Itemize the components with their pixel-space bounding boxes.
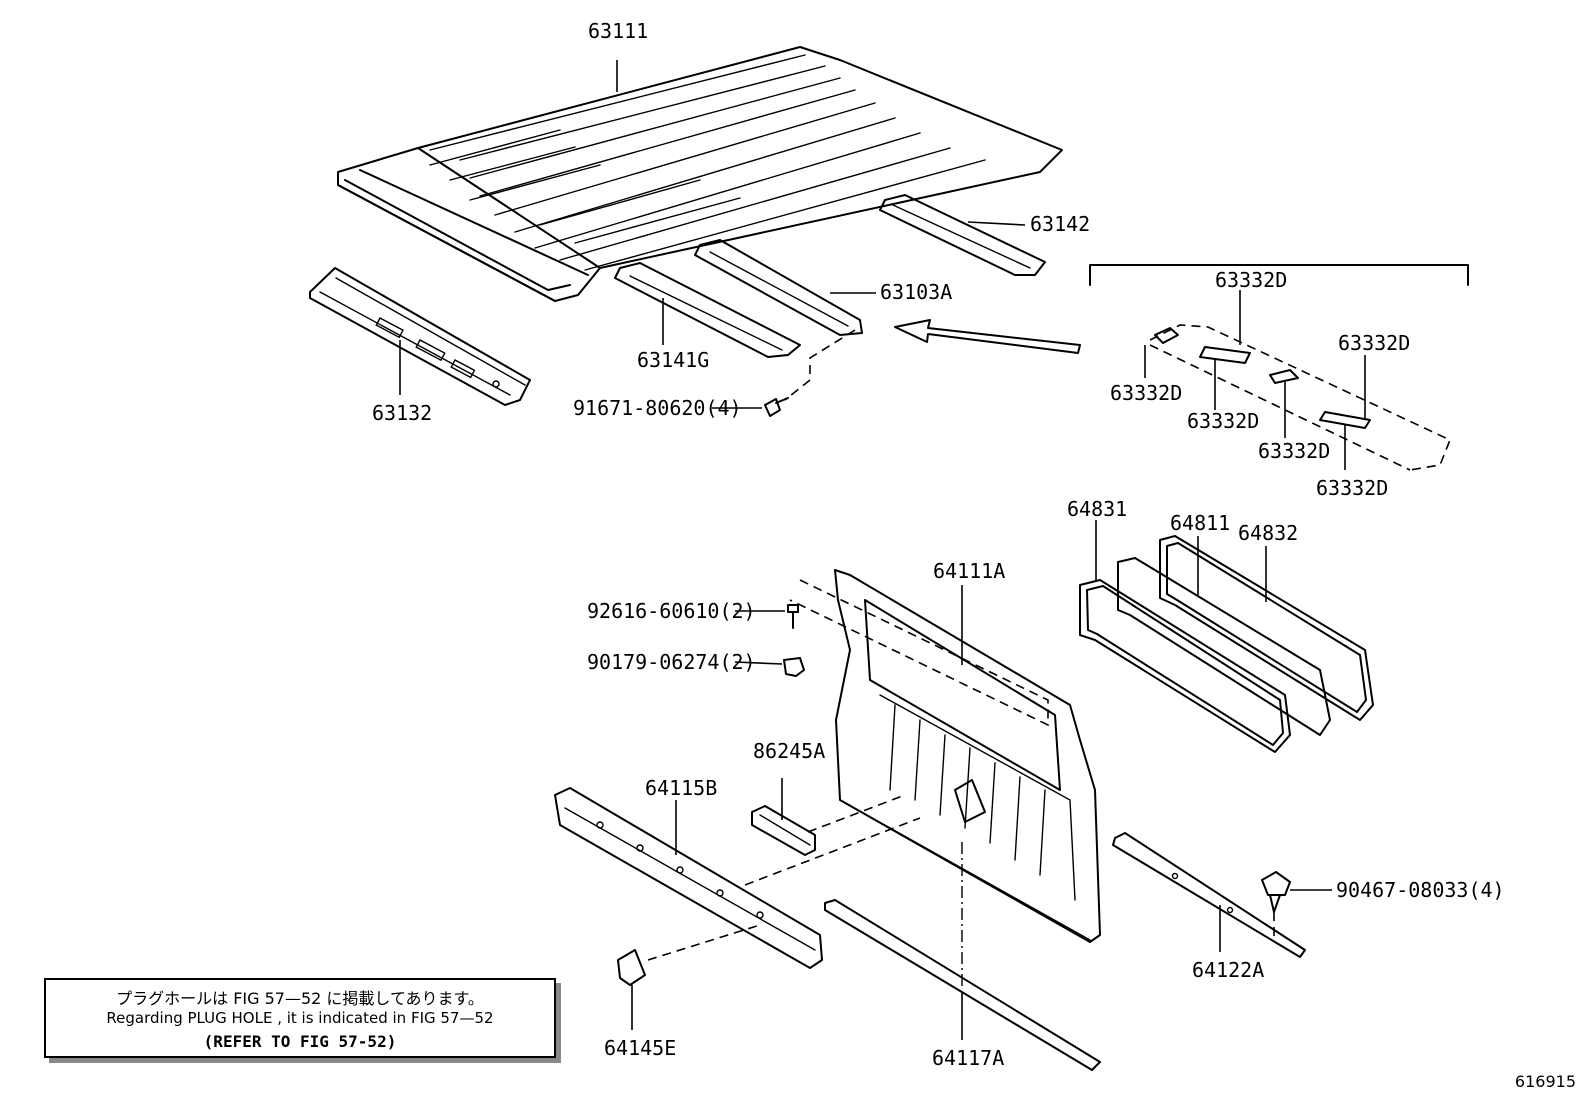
roof-header-panel	[309, 267, 531, 406]
roof-panel	[337, 46, 1063, 302]
label-63103A: 63103A	[880, 280, 952, 304]
bracket-64145E	[617, 949, 646, 986]
window-glass-64811	[1117, 557, 1331, 736]
label-64145E: 64145E	[604, 1036, 676, 1060]
label-91671-80620: 91671-80620(4)	[573, 396, 742, 420]
window-weatherstrip-64831	[1079, 579, 1291, 753]
lower-strip-64117A	[824, 899, 1101, 1071]
note-line-jp: プラグホールは FIG 57—52 に掲載してあります。	[116, 989, 484, 1008]
sill-reinforcement-64115B	[554, 787, 823, 969]
label-63332D-right: 63332D	[1338, 331, 1410, 355]
label-64811: 64811	[1170, 511, 1230, 535]
bolt-icon	[787, 604, 799, 629]
window-seal-64832	[1159, 535, 1374, 721]
label-64111A: 64111A	[933, 559, 1005, 583]
label-63111: 63111	[588, 19, 648, 43]
label-63332D-mid: 63332D	[1187, 409, 1259, 433]
label-63141G: 63141G	[637, 348, 709, 372]
label-90179-06274: 90179-06274(2)	[587, 650, 756, 674]
label-63142: 63142	[1030, 212, 1090, 236]
label-90467-08033: 90467-08033(4)	[1336, 878, 1505, 902]
arrow-indicator	[894, 319, 1081, 354]
label-64831: 64831	[1067, 497, 1127, 521]
label-64117A: 64117A	[932, 1046, 1004, 1070]
note-line-refer: (REFER TO FIG 57-52)	[203, 1032, 397, 1051]
roof-bows	[614, 194, 1046, 358]
label-63132: 63132	[372, 401, 432, 425]
roof-inner-silhouette	[1149, 324, 1452, 471]
label-64122A: 64122A	[1192, 958, 1264, 982]
strip-64122A	[1112, 832, 1306, 958]
bracket-86245A	[751, 805, 816, 856]
label-63332D-mid2: 63332D	[1258, 439, 1330, 463]
label-86245A: 86245A	[753, 739, 825, 763]
label-63332D-left: 63332D	[1110, 381, 1182, 405]
reference-note: プラグホールは FIG 57—52 に掲載してあります。 Regarding P…	[44, 978, 556, 1058]
document-number: 616915	[1514, 1072, 1576, 1091]
label-64832: 64832	[1238, 521, 1298, 545]
bolt-icon	[764, 397, 789, 417]
label-92616-60610: 92616-60610(2)	[587, 599, 756, 623]
label-63332D-top: 63332D	[1215, 268, 1287, 292]
group-bracket	[1089, 264, 1469, 286]
label-64115B: 64115B	[645, 776, 717, 800]
clip-icon	[1261, 871, 1291, 913]
note-line-en: Regarding PLUG HOLE , it is indicated in…	[106, 1009, 494, 1027]
label-63332D-bottom: 63332D	[1316, 476, 1388, 500]
nut-icon	[783, 657, 805, 677]
back-panel	[834, 569, 1101, 943]
